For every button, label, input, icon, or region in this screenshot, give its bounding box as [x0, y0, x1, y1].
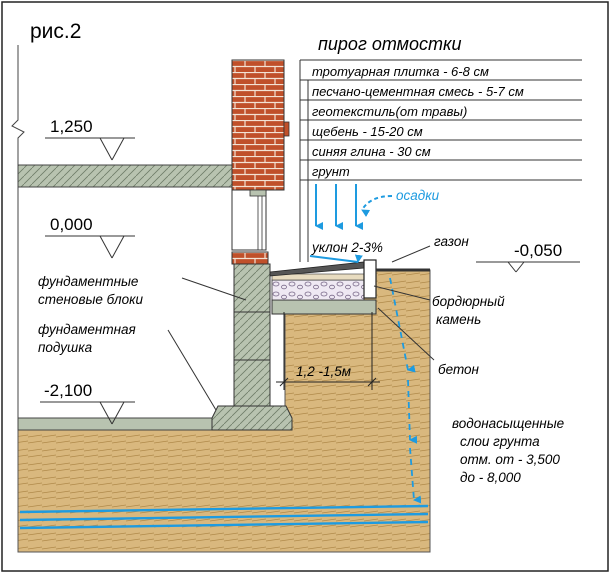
- pie-layer-5: синяя глина - 30 см: [312, 144, 431, 159]
- drainage-dashed-arrows: [389, 277, 422, 504]
- level-marker-minus0050: [476, 261, 580, 273]
- curb-stone: [363, 259, 377, 299]
- level-marker-1250: [45, 137, 135, 161]
- level-zero-label: 0,000: [50, 215, 93, 234]
- level-marker-0000: [45, 235, 135, 259]
- brick-wall: [231, 59, 285, 191]
- level-right-label: -0,050: [514, 241, 562, 260]
- plinth-brick-course: [231, 251, 269, 265]
- level-marker-minus2100: [40, 401, 135, 425]
- level-footing-label: -2,100: [44, 381, 92, 400]
- slope-label: уклон 2-3%: [311, 240, 383, 255]
- concrete-base-layer: [271, 299, 377, 315]
- pie-layer-4: щебень - 15-20 см: [312, 124, 423, 139]
- leader-lines: [167, 245, 435, 411]
- basement-floor-slab: [17, 417, 219, 431]
- concrete-label: бетон: [438, 362, 480, 377]
- upper-slab: [17, 164, 251, 188]
- precipitation-arrows: [309, 184, 393, 263]
- cushion-label-2: подушка: [38, 340, 93, 355]
- pie-title: пирог отмостки: [318, 34, 461, 54]
- wall-blocks-label-1: фундаментные: [38, 274, 138, 289]
- window-lintel: [249, 189, 267, 197]
- cushion-label-1: фундаментная: [38, 322, 136, 337]
- foundation-wall-blocks: [233, 263, 271, 407]
- pie-layer-1: тротуарная плитка - 6-8 см: [312, 64, 489, 79]
- lawn-label: газон: [434, 234, 469, 249]
- width-dimension: [276, 312, 380, 390]
- curb-label-2: камень: [436, 312, 481, 327]
- precipitation-label: осадки: [396, 188, 440, 203]
- wall-blocks-label-2: стеновые блоки: [38, 292, 143, 307]
- groundwater-label-4: до - 8,000: [460, 470, 521, 485]
- figure-label: рис.2: [30, 20, 81, 43]
- gravel-layer: [271, 279, 365, 301]
- groundwater-label-1: водонасыщенные: [452, 416, 564, 431]
- foundation-cushion: [211, 405, 293, 431]
- groundwater-label-2: слои грунта: [460, 434, 540, 449]
- window-opening: [231, 189, 267, 251]
- pie-table-lines: [299, 59, 582, 262]
- width-label: 1,2 -1,5м: [296, 364, 351, 379]
- pie-layer-2: песчано-цементная смесь - 5-7 см: [312, 84, 524, 99]
- groundwater-label-3: отм. от - 3,500: [460, 452, 560, 467]
- curb-label-1: бордюрный: [432, 294, 505, 309]
- level-floor-label: 1,250: [50, 117, 93, 136]
- groundwater-stripes: [19, 504, 429, 530]
- pie-layer-3: геотекстиль(от травы): [312, 104, 467, 119]
- pie-layer-6: грунт: [312, 164, 350, 179]
- wall-ledge: [283, 121, 290, 137]
